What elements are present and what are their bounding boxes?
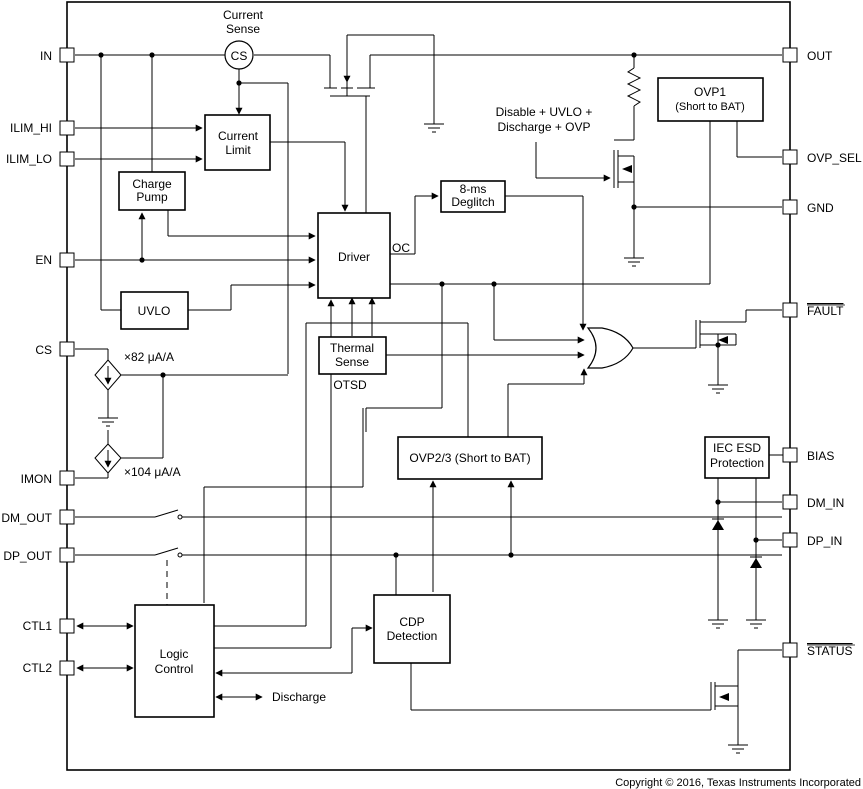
driver-label: Driver [338, 250, 370, 264]
otsd-label: OTSD [333, 378, 367, 392]
pin-label-dm-out: DM_OUT [1, 511, 52, 525]
fault-or-gate [586, 327, 634, 369]
logic-label-2: Control [155, 662, 194, 676]
deglitch-block [440, 180, 506, 213]
deglitch-label-2: Deglitch [451, 195, 494, 209]
charge-pump-label-2: Pump [136, 190, 168, 204]
current-sense-label-2: Sense [226, 22, 260, 36]
pin-label-ctl1: CTL1 [23, 619, 53, 633]
pin-label-cs: CS [35, 343, 52, 357]
pin-status [782, 642, 798, 658]
status-fet-arrow [719, 693, 729, 701]
oc-label: OC [392, 241, 410, 255]
logic-control-block [134, 604, 215, 718]
pin-label-dp-out: DP_OUT [3, 549, 52, 563]
junction-dots [98, 52, 759, 558]
pin-gnd [782, 199, 798, 215]
left-pins [59, 47, 75, 676]
pin-label-en: EN [35, 253, 52, 267]
pin-in [59, 47, 75, 63]
thermal-label-2: Sense [335, 355, 369, 369]
ovp23-label: OVP2/3 (Short to BAT) [409, 451, 530, 465]
esd-diodes [712, 518, 762, 568]
current-limit-label-2: Limit [225, 143, 251, 157]
pin-ovp-sel [782, 149, 798, 165]
thermal-label-1: Thermal [330, 341, 374, 355]
pin-label-dp-in: DP_IN [807, 534, 842, 548]
discharge-label: Discharge [272, 690, 326, 704]
logic-label-1: Logic [160, 647, 189, 661]
pin-fault [782, 302, 798, 318]
pin-ctl1 [59, 618, 75, 634]
deglitch-label-1: 8-ms [460, 182, 487, 196]
pin-label-in: IN [40, 49, 52, 63]
pin-label-ovp-sel: OVP_SEL [807, 151, 862, 165]
pin-ilim-hi [59, 120, 75, 136]
current-sense-label-1: Current [223, 8, 264, 22]
pin-label-dm-in: DM_IN [807, 496, 844, 510]
disable-label-2: Discharge + OVP [497, 120, 590, 134]
current-limit-block [204, 114, 271, 171]
disable-label-1: Disable + UVLO + [496, 105, 593, 119]
pin-dp-out [59, 547, 75, 563]
imon-gain-label: ×104 μA/A [124, 465, 181, 479]
right-pins [782, 47, 798, 658]
pin-ctl2 [59, 660, 75, 676]
pin-label-gnd: GND [807, 201, 834, 215]
charge-pump-label-1: Charge [132, 177, 172, 191]
esd-label-1: IEC ESD [713, 441, 761, 455]
pin-label-imon: IMON [21, 472, 52, 486]
pin-dp-in [782, 532, 798, 548]
ovp23-block [397, 436, 543, 480]
ovp1-label-1: OVP1 [694, 85, 726, 99]
pin-label-ilim-lo: ILIM_LO [6, 152, 52, 166]
ovp-fet-arrow [622, 165, 632, 173]
device-outline [66, 1, 791, 771]
pin-label-out: OUT [807, 49, 833, 63]
cdp-label-1: CDP [399, 615, 424, 629]
pin-label-ilim-hi: ILIM_HI [10, 121, 52, 135]
pin-cs [59, 341, 75, 357]
pin-label-fault: FAULT [807, 304, 844, 318]
pin-ilim-lo [59, 151, 75, 167]
pin-en [59, 252, 75, 268]
cs-circle-label: CS [231, 49, 248, 63]
pin-imon [59, 470, 75, 486]
pin-dm-out [59, 509, 75, 525]
ground-symbols [98, 123, 766, 754]
esd-label-2: Protection [710, 456, 764, 470]
uvlo-label: UVLO [138, 304, 171, 318]
pin-label-bias: BIAS [807, 449, 834, 463]
cdp-detection-block [373, 594, 451, 664]
pin-bias [782, 447, 798, 463]
ovp1-label-2: (Short to BAT) [675, 101, 744, 113]
current-sense-circle [224, 40, 254, 70]
copyright-text: Copyright © 2016, Texas Instruments Inco… [615, 777, 861, 789]
charge-pump-block [118, 171, 186, 211]
thermal-sense-block [318, 336, 387, 375]
pin-label-status: STATUS [807, 644, 853, 658]
current-limit-label-1: Current [218, 129, 259, 143]
pin-out [782, 47, 798, 63]
uvlo-block [120, 291, 189, 330]
driver-block [317, 212, 391, 299]
cs-gain-label: ×82 μA/A [124, 350, 174, 364]
iec-esd-block [704, 436, 770, 479]
pin-label-ctl2: CTL2 [23, 661, 53, 675]
fault-fet-arrow [718, 336, 728, 344]
ovp1-block [657, 77, 764, 122]
cdp-label-2: Detection [387, 629, 438, 643]
pin-dm-in [782, 494, 798, 510]
wires [75, 34, 782, 745]
